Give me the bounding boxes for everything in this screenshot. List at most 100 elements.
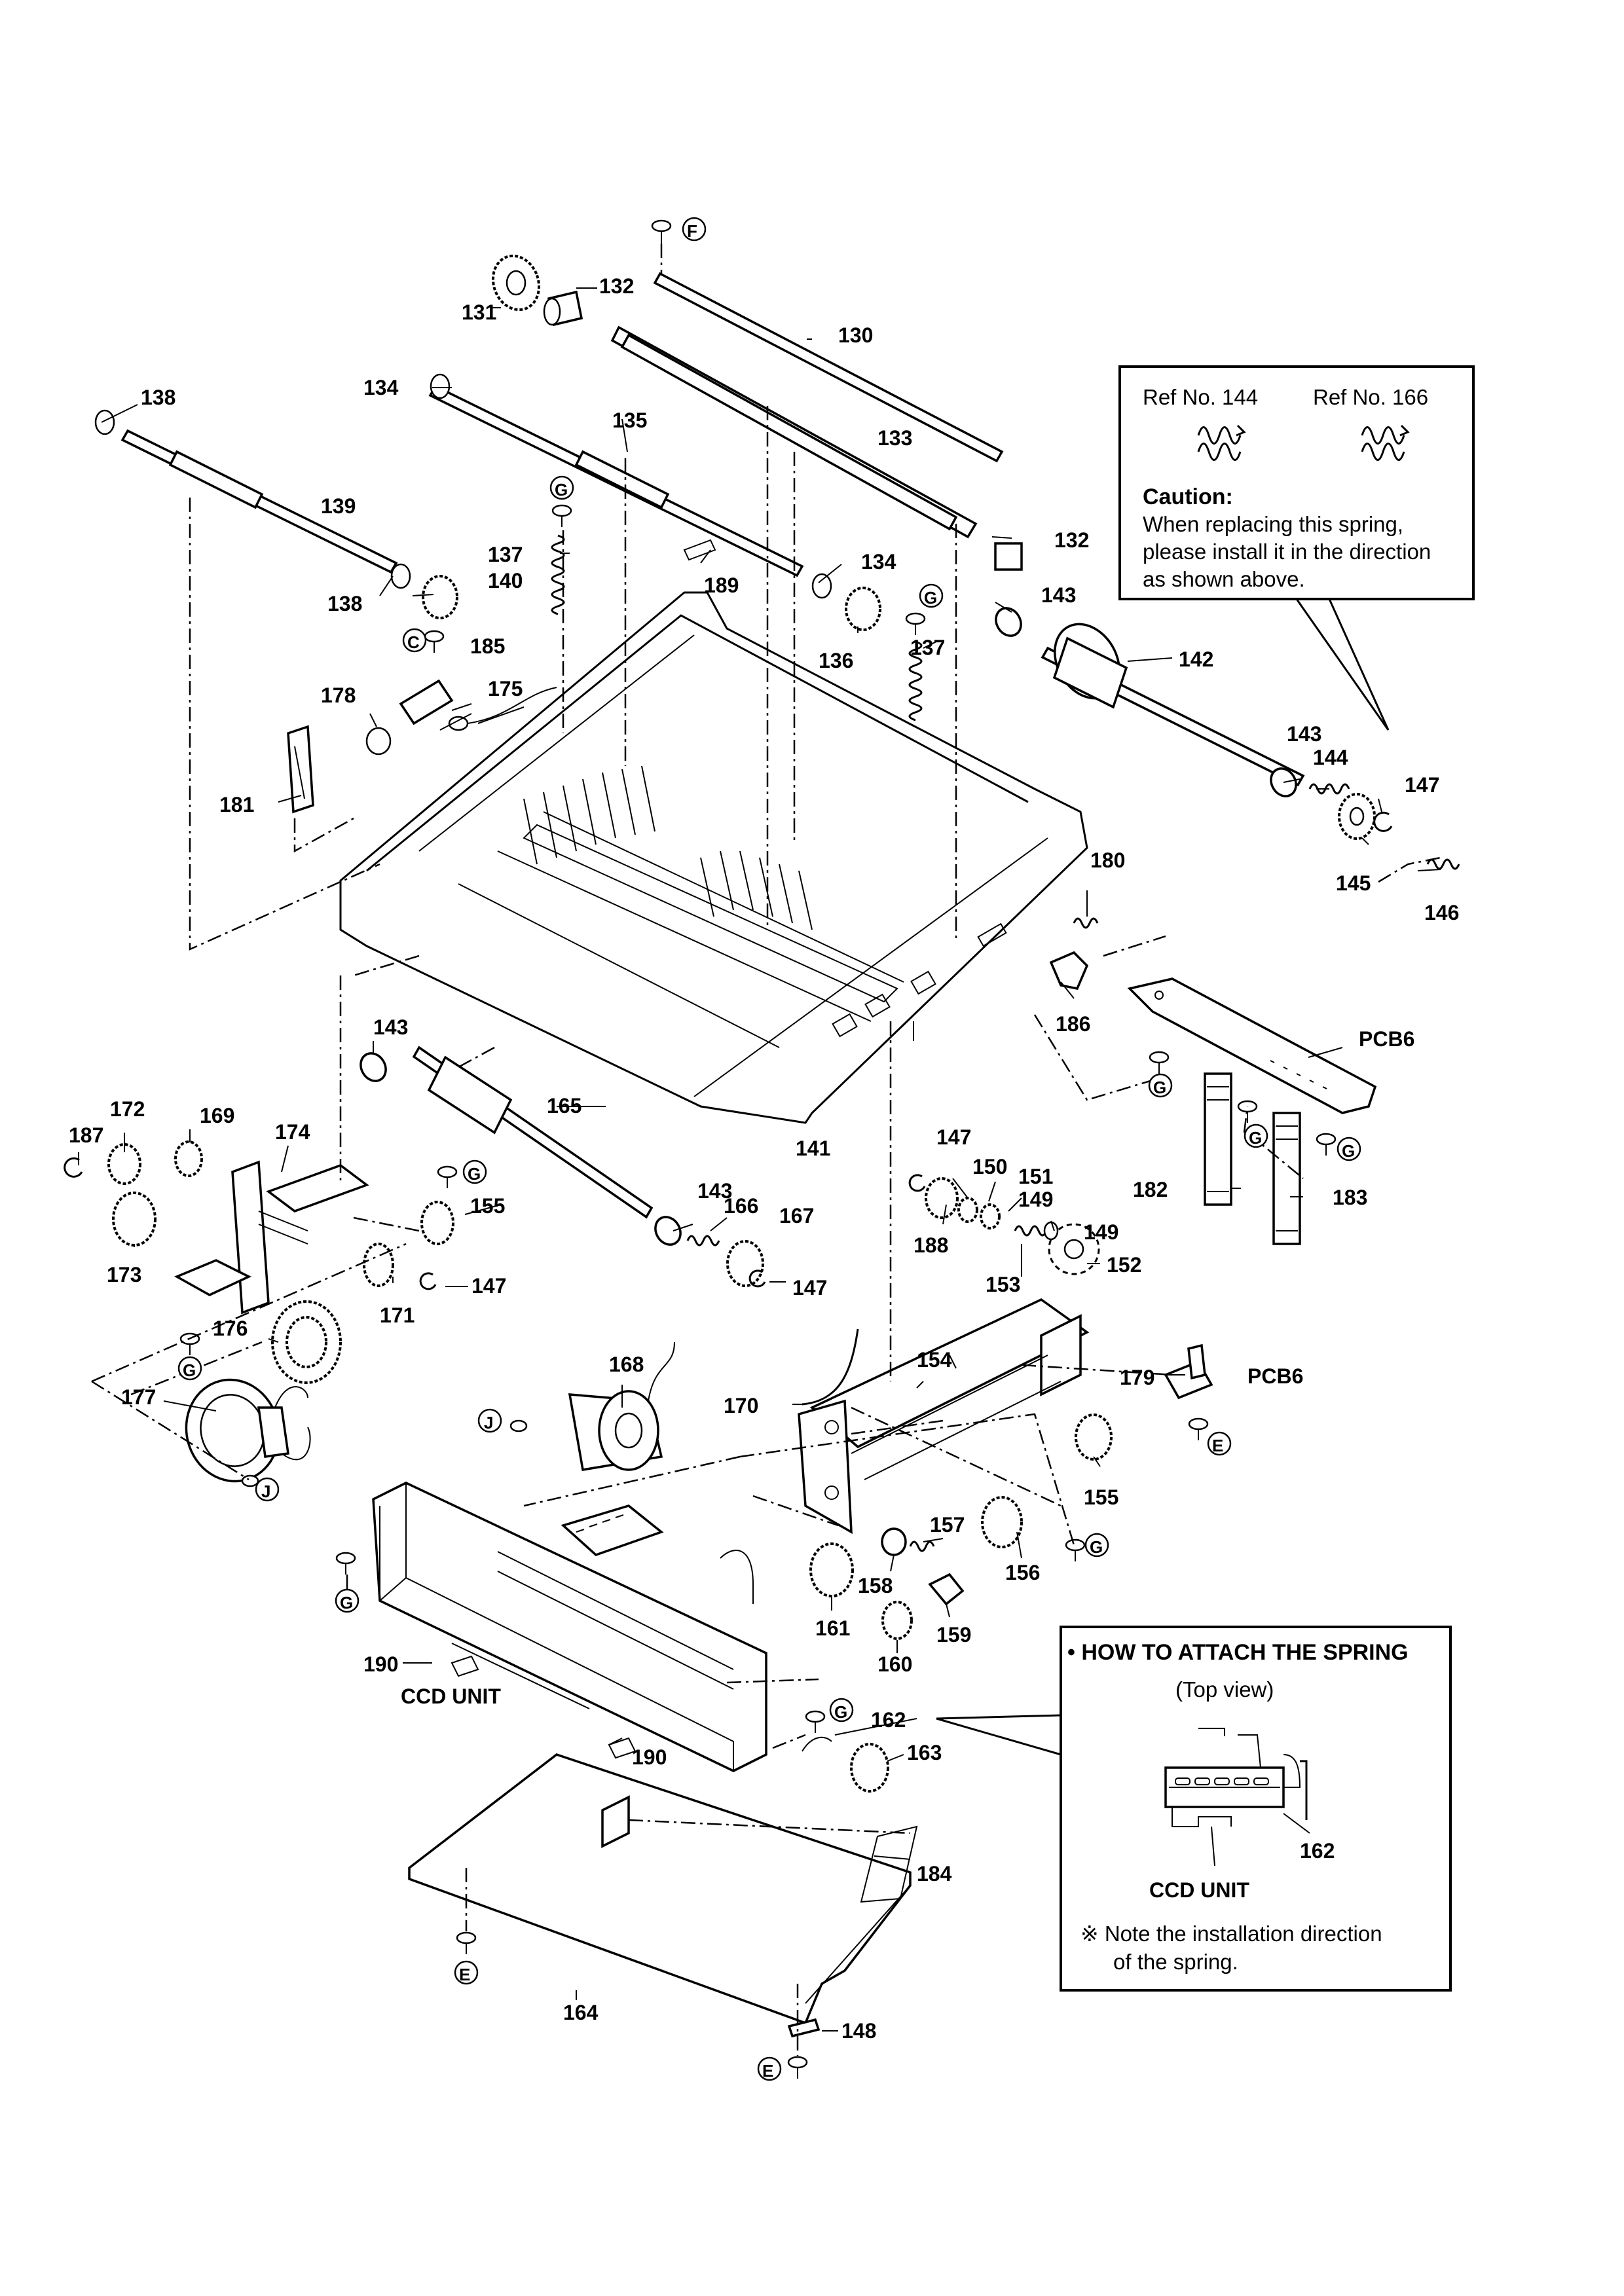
washer-147-a <box>1373 811 1393 832</box>
spring-box-title: • HOW TO ATTACH THE SPRING <box>1067 1640 1409 1665</box>
frame-154 <box>798 1298 1090 1535</box>
cable-183 <box>1272 1112 1301 1245</box>
label-188: 188 <box>913 1233 948 1257</box>
gear-145 <box>1338 793 1376 840</box>
washer-147-c <box>748 1269 766 1288</box>
spring-box-162-label: 162 <box>1300 1839 1335 1863</box>
screw-icon <box>456 1931 477 1954</box>
motor-177 <box>185 1378 311 1483</box>
gear-131 <box>491 254 541 312</box>
label-150: 150 <box>972 1155 1007 1178</box>
label-164: 164 <box>563 2001 599 2024</box>
plate-190-b <box>608 1737 637 1759</box>
spring-137-right <box>908 640 923 721</box>
pcb6-board <box>1127 977 1377 1114</box>
gear-171 <box>363 1243 394 1287</box>
spring-attach-box: • HOW TO ATTACH THE SPRING (Top view) CC… <box>936 1626 1452 1992</box>
gear-160 <box>881 1601 913 1640</box>
label-161: 161 <box>815 1616 850 1640</box>
label-143-b: 143 <box>1287 722 1321 746</box>
bushing-143-c <box>360 1052 387 1082</box>
roller-142 <box>1041 623 1305 787</box>
gear-173 <box>112 1192 157 1247</box>
label-146: 146 <box>1424 901 1459 924</box>
label-166: 166 <box>724 1194 758 1218</box>
mark-G4: G <box>1244 1123 1268 1148</box>
label-149-b: 149 <box>1084 1220 1118 1244</box>
mark-J2: J <box>255 1477 280 1502</box>
caution-box: Ref No. 144 Ref No. 166 Caution: When re… <box>1118 365 1475 731</box>
label-156: 156 <box>1005 1561 1040 1584</box>
label-143-a: 143 <box>1041 583 1076 607</box>
svg-text:G: G <box>1153 1078 1166 1097</box>
shaft-133 <box>610 325 978 539</box>
washer-147-b <box>419 1272 437 1290</box>
chassis-141 <box>339 591 1088 1124</box>
label-183: 183 <box>1333 1186 1367 1209</box>
label-134-left: 134 <box>363 376 399 399</box>
washer-187 <box>64 1157 83 1178</box>
mark-F: F <box>682 217 707 242</box>
label-137-right: 137 <box>910 636 945 659</box>
plate-190-a <box>451 1655 479 1677</box>
gear-176 <box>271 1300 342 1384</box>
label-189: 189 <box>704 574 739 597</box>
label-138-left: 138 <box>141 386 175 409</box>
svg-text:F: F <box>687 221 697 241</box>
gear-140 <box>422 575 458 619</box>
label-168: 168 <box>609 1353 644 1376</box>
spring-box-ccd-label: CCD UNIT <box>1149 1878 1249 1902</box>
label-158: 158 <box>858 1574 893 1597</box>
spring-146 <box>1426 858 1460 870</box>
clip-134-left <box>430 373 451 399</box>
screw-icon <box>335 1552 356 1575</box>
spring-box-note-2: of the spring. <box>1113 1950 1238 1974</box>
label-131: 131 <box>462 301 496 324</box>
label-130: 130 <box>838 323 873 347</box>
label-135: 135 <box>612 409 647 432</box>
guide-181 <box>287 725 314 814</box>
label-pcb6-bottom: PCB6 <box>1247 1364 1303 1388</box>
label-163: 163 <box>907 1741 942 1764</box>
label-147-a: 147 <box>1405 773 1439 797</box>
leader-lines <box>78 287 1441 2032</box>
label-181: 181 <box>219 793 254 816</box>
label-176: 176 <box>213 1317 248 1340</box>
label-144: 144 <box>1313 746 1348 769</box>
label-140: 140 <box>488 569 523 592</box>
bushing-132-top <box>543 290 583 327</box>
mark-G3: G <box>1148 1073 1173 1098</box>
screw-icon <box>787 2056 808 2079</box>
label-180: 180 <box>1090 848 1125 872</box>
label-160: 160 <box>877 1652 912 1676</box>
screw-icon <box>905 612 926 635</box>
label-167: 167 <box>779 1204 814 1228</box>
label-143-c: 143 <box>373 1015 408 1039</box>
gear-169 <box>174 1140 203 1177</box>
label-pcb6-top: PCB6 <box>1359 1027 1414 1051</box>
label-155-right: 155 <box>1084 1485 1118 1509</box>
screw-icon <box>805 1710 826 1733</box>
label-178: 178 <box>321 683 356 707</box>
svg-text:G: G <box>924 588 937 608</box>
mark-G9: G <box>335 1588 360 1613</box>
mark-E1: E <box>1207 1431 1232 1456</box>
shaft-139 <box>120 429 398 574</box>
screw-icon <box>509 1419 528 1432</box>
screw-icon <box>551 504 572 527</box>
bushing-132-right <box>994 542 1023 571</box>
label-138-right: 138 <box>327 592 362 615</box>
label-142: 142 <box>1179 647 1213 671</box>
label-145: 145 <box>1336 871 1371 895</box>
roller-165 <box>412 1046 654 1219</box>
label-ccd-unit: CCD UNIT <box>401 1685 501 1708</box>
caution-line3: as shown above. <box>1143 567 1305 591</box>
spring-166-icon <box>1361 424 1410 461</box>
gear-172 <box>107 1143 141 1185</box>
mark-G6: G <box>462 1159 487 1184</box>
gear-136 <box>845 587 881 631</box>
svg-text:C: C <box>407 632 420 652</box>
mark-G2: G <box>919 583 944 608</box>
label-154: 154 <box>917 1348 952 1372</box>
